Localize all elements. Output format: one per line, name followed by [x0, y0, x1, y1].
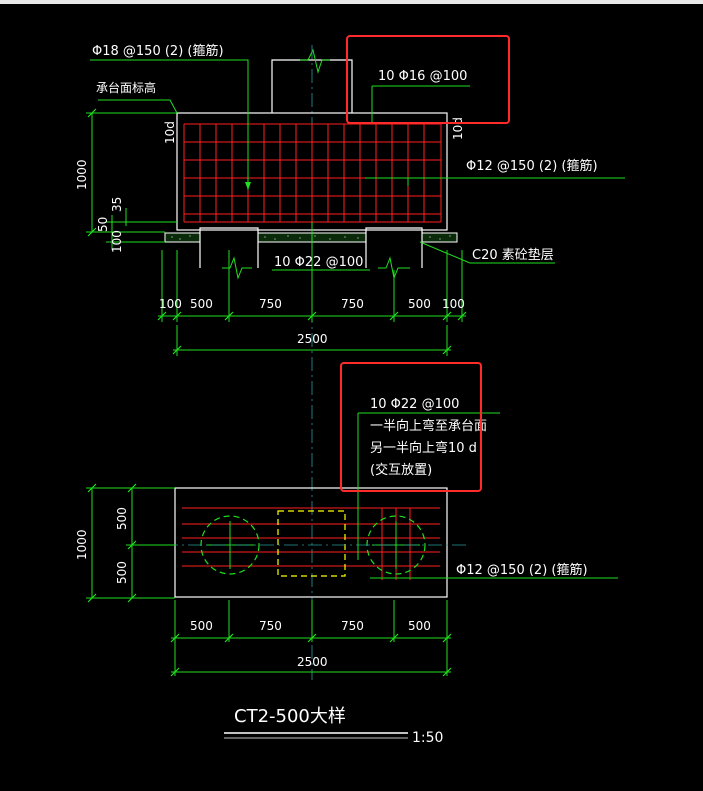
drawing-title: CT2-500大样	[234, 706, 346, 727]
section-bottom-dim: 750	[341, 297, 364, 311]
plan-height-dim: 500	[115, 507, 129, 530]
plan-rebar	[182, 507, 440, 580]
title-block: CT2-500大样 1:50	[224, 706, 443, 746]
drawing-scale: 1:50	[412, 730, 443, 746]
bottom-bar-label: 10 Φ22 @100	[274, 255, 363, 270]
section-bottom-dim: 100	[159, 297, 182, 311]
section-bottom-dim: 750	[259, 297, 282, 311]
column-stub	[271, 59, 353, 113]
plan-overall-width: 2500	[297, 655, 328, 669]
plan-cap-outline	[174, 487, 448, 598]
plan-height-total: 1000	[75, 529, 89, 560]
highlight-box-top-bar	[346, 35, 510, 124]
stirrup-top-label: Φ18 @150 (2) (箍筋)	[92, 43, 224, 59]
pile-break-mark-right	[378, 256, 410, 280]
leader-lines	[90, 59, 625, 271]
highlight-box-plan-note	[340, 362, 482, 492]
plan-note-line: 10 Φ22 @100	[370, 397, 459, 412]
plan-note-line: 一半向上弯至承台面	[370, 418, 487, 434]
cushion-label: C20 素砼垫层	[472, 247, 554, 263]
section-view: Φ18 @150 (2) (箍筋) 承台面标高 10 Φ16 @100 10d …	[75, 35, 625, 680]
piles	[199, 227, 423, 268]
section-bottom-dim: 500	[408, 297, 431, 311]
plan-stirrup-label: Φ12 @150 (2) (箍筋)	[456, 562, 588, 578]
plan-bottom-dim: 500	[190, 619, 213, 633]
section-dimension-ticks	[87, 108, 467, 355]
top-bar-label: 10 Φ16 @100	[378, 69, 467, 84]
section-bottom-dim: 500	[190, 297, 213, 311]
section-bottom-dim: 100	[442, 297, 465, 311]
plan-column-outline	[277, 510, 346, 577]
plan-bottom-dim: 750	[341, 619, 364, 633]
plan-note-line: (交互放置)	[370, 462, 432, 478]
top-toolbar-strip	[0, 0, 703, 4]
dim-50-label: 50	[96, 217, 110, 232]
dim-100-label: 100	[110, 230, 124, 253]
height-total-label: 1000	[75, 159, 89, 190]
plan-leaders	[357, 412, 618, 579]
plan-dimension-ticks	[87, 483, 452, 677]
rebar-mesh	[183, 123, 442, 223]
plan-height-dim: 500	[115, 561, 129, 584]
anchor-right-label: 10d	[451, 117, 465, 140]
plan-bottom-dim: 750	[259, 619, 282, 633]
pile-break-mark-left	[222, 256, 252, 280]
dim-35-label: 35	[110, 197, 124, 212]
column-break-mark	[300, 48, 330, 74]
cushion-layer	[164, 232, 458, 243]
leader-arrow	[245, 182, 251, 190]
section-overall-width: 2500	[297, 332, 328, 346]
cap-top-elevation-label: 承台面标高	[96, 80, 156, 95]
plan-view: 10 Φ22 @100 一半向上弯至承台面 另一半向上弯10 d (交互放置) …	[75, 362, 618, 677]
plan-note-line: 另一半向上弯10 d	[370, 440, 477, 456]
plan-bottom-dim: 500	[408, 619, 431, 633]
side-stirrup-label: Φ12 @150 (2) (箍筋)	[466, 158, 598, 174]
anchor-left-label: 10d	[163, 121, 177, 144]
